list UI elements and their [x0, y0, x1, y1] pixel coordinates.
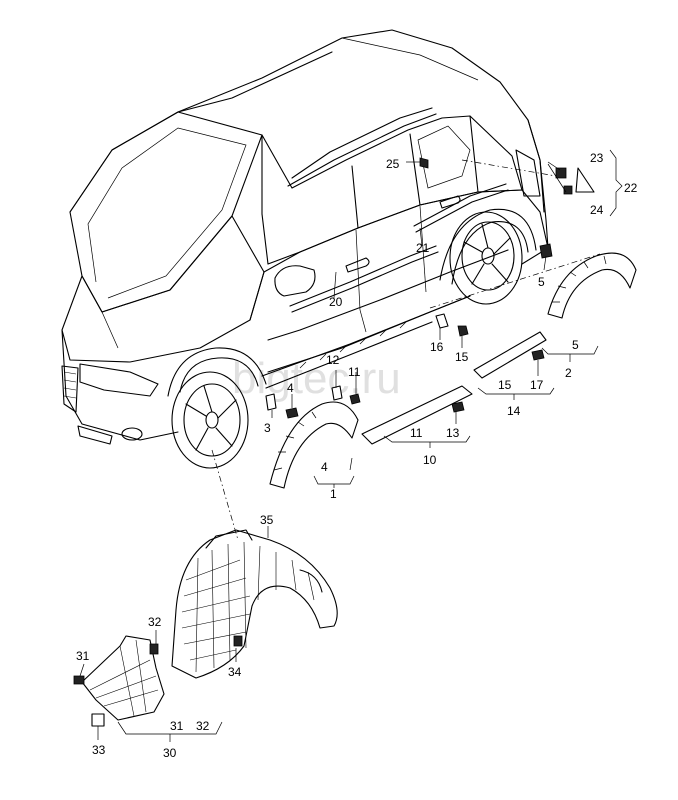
- callout-25: 25: [386, 157, 400, 171]
- callout-33: 33: [92, 743, 106, 757]
- clip-5: [539, 243, 553, 259]
- clip-23: [555, 167, 567, 179]
- rear-sill-strip: [473, 331, 547, 379]
- clip-33: [91, 713, 105, 727]
- callout-5b: 5: [572, 338, 579, 352]
- callout-labels: 20 21 25 23 22 24 5 5 2 16 15 15 17 14 1…: [76, 151, 638, 760]
- callout-22: 22: [624, 181, 638, 195]
- callout-17: 17: [530, 378, 544, 392]
- callout-10: 10: [423, 453, 437, 467]
- callout-2: 2: [565, 366, 572, 380]
- sill-trim-strip: [361, 385, 473, 445]
- watermark-text: bigtec.ru: [232, 354, 401, 403]
- trim-cap-22: [575, 167, 595, 193]
- callout-30: 30: [163, 746, 177, 760]
- callout-5a: 5: [538, 275, 545, 289]
- callout-31b: 31: [170, 719, 184, 733]
- callout-15b: 15: [498, 378, 512, 392]
- clip-4: [285, 407, 299, 419]
- callout-4a: 4: [287, 381, 294, 395]
- car-illustration: [61, 29, 549, 469]
- callout-35: 35: [260, 513, 274, 527]
- callout-15a: 15: [455, 350, 469, 364]
- callout-14: 14: [507, 404, 521, 418]
- callout-12: 12: [326, 353, 340, 367]
- callout-13: 13: [446, 426, 460, 440]
- callout-31a: 31: [76, 649, 90, 663]
- clip-17: [531, 349, 545, 361]
- clip-15: [457, 325, 469, 337]
- clip-12: [331, 385, 343, 401]
- clip-16: [435, 313, 449, 329]
- callout-16: 16: [430, 340, 444, 354]
- callout-32b: 32: [196, 719, 210, 733]
- callout-32a: 32: [148, 615, 162, 629]
- front-wheel: [171, 371, 249, 469]
- leader-lines: [79, 149, 623, 742]
- wheel-housing-liner: [171, 529, 338, 679]
- screw-25: [419, 157, 429, 169]
- splash-shield: [73, 635, 165, 721]
- callout-11a: 11: [348, 365, 361, 379]
- callout-21: 21: [416, 241, 430, 255]
- screw-34: [233, 635, 243, 647]
- callout-11b: 11: [410, 426, 423, 440]
- callout-3: 3: [264, 421, 271, 435]
- clip-13: [451, 401, 465, 413]
- front-arch-trim: [269, 401, 359, 489]
- clip-3: [265, 393, 277, 411]
- callout-4b: 4: [321, 460, 328, 474]
- clip-11: [349, 393, 361, 405]
- callout-24: 24: [590, 203, 604, 217]
- clip-31: [73, 675, 85, 685]
- clip-32: [149, 643, 159, 655]
- callout-23: 23: [590, 151, 604, 165]
- rear-arch-trim: [547, 252, 637, 319]
- callout-20: 20: [329, 295, 343, 309]
- clip-24: [563, 185, 573, 195]
- rear-wheel: [449, 211, 523, 305]
- callout-34: 34: [228, 665, 242, 679]
- callout-1: 1: [330, 487, 337, 501]
